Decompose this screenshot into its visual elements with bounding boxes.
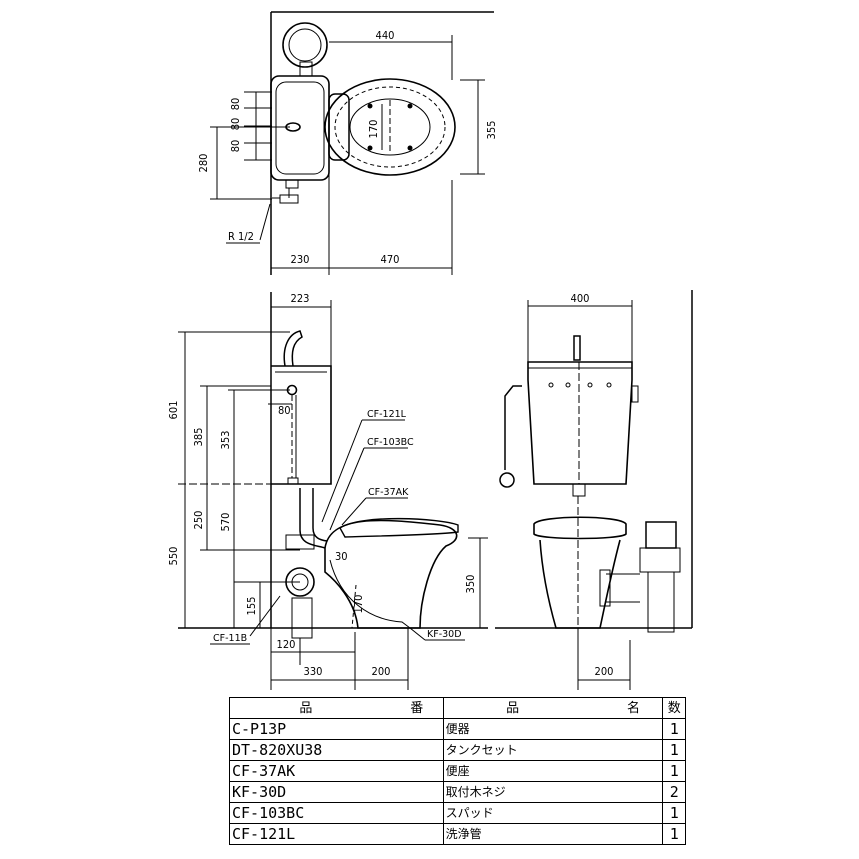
label-cf-103bc: CF-103BC xyxy=(367,437,414,448)
dim-front-200: 200 xyxy=(595,665,614,678)
header-code-a: 品 xyxy=(299,700,313,716)
dim-top-280: 280 xyxy=(197,154,210,173)
technical-drawing: 440 355 170 80 80 80 280 230 470 R 1/2 xyxy=(167,11,693,690)
part-code: CF-103BC xyxy=(229,802,444,824)
part-qty: 1 xyxy=(662,718,686,740)
pipe-size-label: R 1/2 xyxy=(228,230,254,243)
header-code: 品 番 xyxy=(229,697,444,719)
part-name: 取付木ネジ xyxy=(442,781,664,803)
part-code: CF-121L xyxy=(229,823,444,845)
label-cf-121l: CF-121L xyxy=(367,409,407,420)
dim-side-350: 350 xyxy=(464,575,477,594)
part-qty: 1 xyxy=(662,802,686,824)
label-cf-11b: CF-11B xyxy=(213,633,247,644)
part-name: 便器 xyxy=(442,718,664,740)
dim-front-400: 400 xyxy=(571,292,590,305)
part-qty: 2 xyxy=(662,781,686,803)
top-view xyxy=(210,11,494,275)
dim-side-120: 120 xyxy=(277,638,296,651)
parts-table: 品 番 品 名 数 C-P13P 便器 1 DT-820XU38 タンクセット … xyxy=(229,697,686,845)
table-row: CF-103BC スパッド 1 xyxy=(229,802,686,824)
table-row: C-P13P 便器 1 xyxy=(229,718,686,740)
dim-side-601: 601 xyxy=(167,401,180,420)
part-code: KF-30D xyxy=(229,781,444,803)
part-qty: 1 xyxy=(662,739,686,761)
part-name: 便座 xyxy=(442,760,664,782)
part-qty: 1 xyxy=(662,760,686,782)
dim-top-470: 470 xyxy=(381,253,400,266)
table-row: DT-820XU38 タンクセット 1 xyxy=(229,739,686,761)
part-name: 洗浄管 xyxy=(442,823,664,845)
label-cf-37ak: CF-37AK xyxy=(368,487,409,498)
dim-side-80: 80 xyxy=(278,404,291,417)
dim-side-200: 200 xyxy=(372,665,391,678)
part-code: C-P13P xyxy=(229,718,444,740)
header-name-a: 品 xyxy=(506,700,520,716)
dim-top-80c: 80 xyxy=(229,140,242,153)
parts-table-header: 品 番 品 名 数 xyxy=(229,697,686,719)
dim-top-440: 440 xyxy=(376,29,395,42)
dim-side-353: 353 xyxy=(219,431,232,450)
dim-top-170: 170 xyxy=(367,120,380,139)
header-name-b: 名 xyxy=(626,700,640,716)
label-kf-30d: KF-30D xyxy=(427,629,462,640)
part-code: DT-820XU38 xyxy=(229,739,444,761)
dim-side-170: 170 xyxy=(352,595,365,614)
table-row: CF-121L 洗浄管 1 xyxy=(229,823,686,845)
dim-side-155: 155 xyxy=(245,597,258,616)
dim-side-550: 550 xyxy=(167,547,180,566)
part-name: タンクセット xyxy=(442,739,664,761)
dim-top-355: 355 xyxy=(485,121,498,140)
dim-side-30: 30 xyxy=(335,550,348,563)
side-view xyxy=(178,292,488,690)
dim-side-570: 570 xyxy=(219,513,232,532)
dim-side-250: 250 xyxy=(192,511,205,530)
front-view xyxy=(495,290,693,690)
header-code-b: 番 xyxy=(410,700,424,716)
dim-side-385: 385 xyxy=(192,428,205,447)
table-row: CF-37AK 便座 1 xyxy=(229,760,686,782)
part-name: スパッド xyxy=(442,802,664,824)
dim-side-223: 223 xyxy=(291,292,310,305)
dim-top-80a: 80 xyxy=(229,98,242,111)
dim-top-230: 230 xyxy=(291,253,310,266)
part-qty: 1 xyxy=(662,823,686,845)
table-row: KF-30D 取付木ネジ 2 xyxy=(229,781,686,803)
header-qty: 数 xyxy=(662,697,686,719)
header-name: 品 名 xyxy=(442,697,664,719)
dim-top-80b: 80 xyxy=(229,118,242,131)
dim-side-330: 330 xyxy=(304,665,323,678)
part-code: CF-37AK xyxy=(229,760,444,782)
